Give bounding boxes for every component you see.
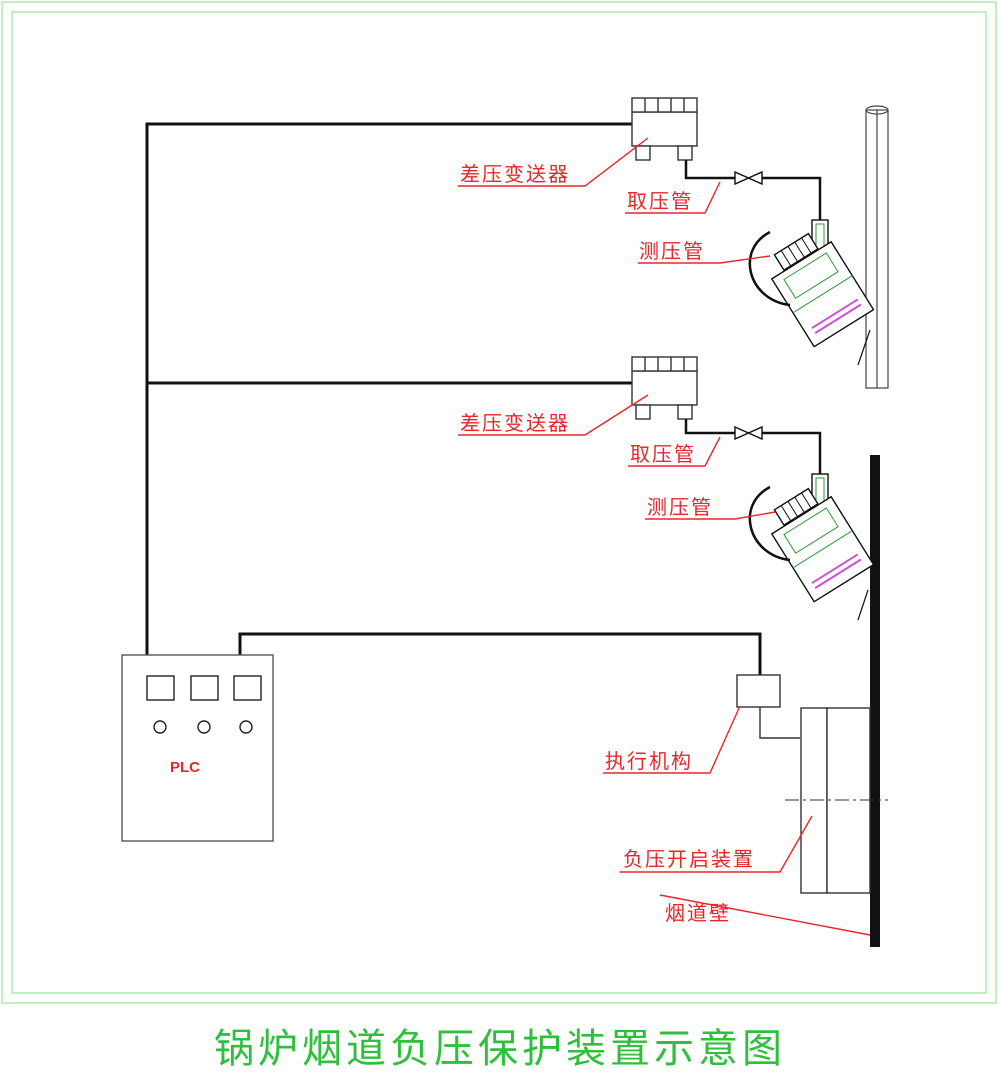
actuator-box xyxy=(736,674,800,739)
dp-transmitter-mid xyxy=(631,356,698,420)
wire-top-transmitter xyxy=(145,122,632,655)
drawing-frame xyxy=(1,1,997,1004)
plc-display-3 xyxy=(233,675,262,701)
relief-device xyxy=(785,707,888,894)
flue-wall xyxy=(870,455,880,947)
plc-cabinet: PLC xyxy=(121,654,274,842)
valve-mid xyxy=(734,425,763,441)
label-sampling-tube-top: 取压管 xyxy=(627,189,693,213)
measuring-tube-mid xyxy=(748,473,875,621)
label-measuring-tube-mid: 测压管 xyxy=(647,495,713,519)
sampling-tube-mid xyxy=(684,419,822,474)
wire-plc-actuator xyxy=(238,632,762,675)
plc-indicator-2 xyxy=(197,720,211,734)
labels: 差压变送器 取压管 测压管 差压变送器 取压管 测压管 执行机构 负压开启装置 … xyxy=(460,162,755,925)
plc-indicator-3 xyxy=(239,720,253,734)
label-relief-device: 负压开启装置 xyxy=(623,847,755,871)
valve-top xyxy=(734,170,763,186)
label-flue-wall: 烟道壁 xyxy=(665,901,731,925)
label-actuator: 执行机构 xyxy=(605,749,693,773)
plc-indicator-1 xyxy=(153,720,167,734)
label-sampling-tube-mid: 取压管 xyxy=(630,442,696,466)
measuring-tube-top xyxy=(748,219,875,366)
duct-pipe-top xyxy=(865,105,889,389)
plc-label: PLC xyxy=(170,759,200,776)
dp-transmitter-top xyxy=(631,97,698,161)
leader-lines xyxy=(458,137,871,936)
plc-display-1 xyxy=(146,675,175,701)
signal-wires xyxy=(145,122,762,675)
sampling-tube-top xyxy=(684,160,822,220)
label-dp-transmitter-top: 差压变送器 xyxy=(460,162,570,186)
plc-display-2 xyxy=(190,675,219,701)
label-dp-transmitter-mid: 差压变送器 xyxy=(460,411,570,435)
diagram-caption: 锅炉烟道负压保护装置示意图 xyxy=(214,1026,786,1072)
label-measuring-tube-top: 测压管 xyxy=(639,239,705,263)
